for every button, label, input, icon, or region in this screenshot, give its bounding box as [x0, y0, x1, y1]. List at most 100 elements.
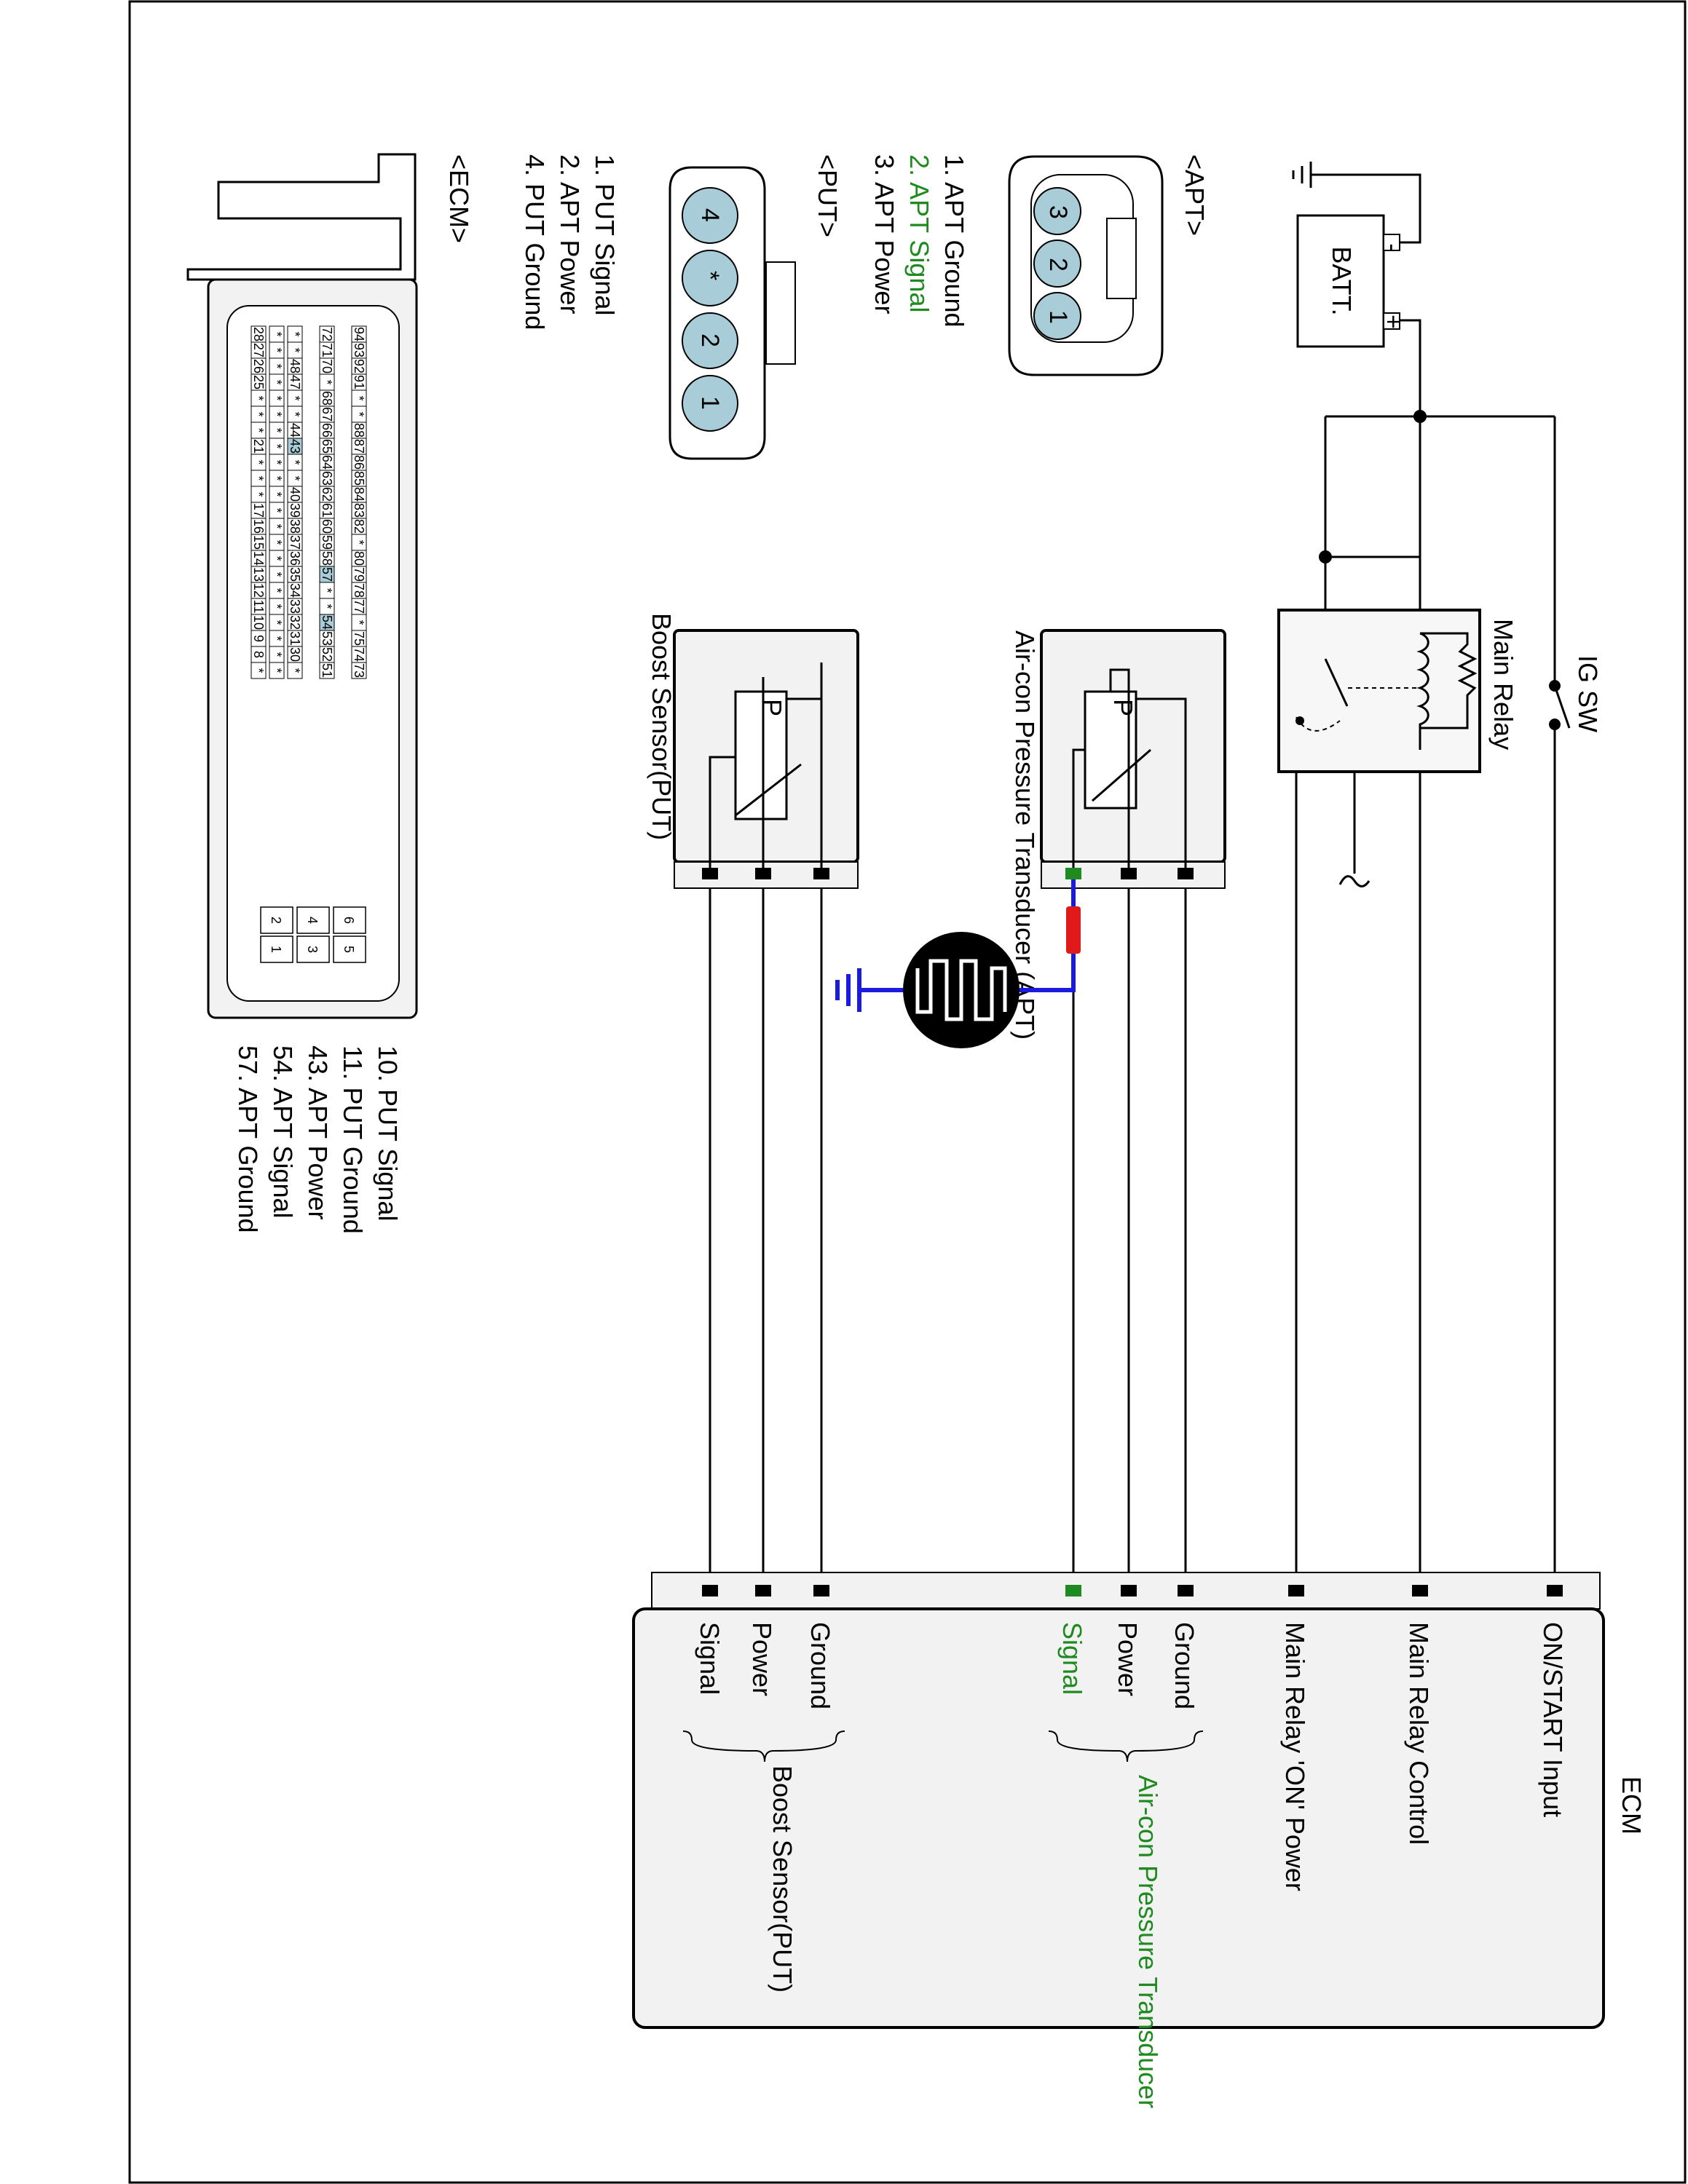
ecm-pin-label: 59	[320, 535, 334, 550]
ecm-pin-label: *	[269, 652, 284, 657]
put-p-label: P	[757, 699, 787, 716]
ecm-pin-label: 47	[288, 375, 302, 389]
put-sensor: P Boost Sensor(PUT)	[647, 613, 859, 889]
wires	[709, 162, 1556, 1591]
apt-sensor: P Air-con Pressure Transducer (APT)	[1010, 629, 1226, 1040]
ecm-pin-label: 28	[251, 327, 266, 341]
ecm-power-pin-label: 3	[305, 946, 320, 953]
ecm-pin-label: 80	[352, 551, 366, 566]
page-frame	[128, 0, 1687, 2184]
ecm-pin-label: *	[320, 379, 334, 384]
put-connector-title: <PUT>	[813, 154, 843, 237]
ecm-pin-label: 67	[320, 407, 334, 422]
ecm-pin-label: 70	[320, 359, 334, 373]
ecm-pin-label: *	[320, 604, 334, 609]
apt-connector-title: <APT>	[1180, 154, 1210, 236]
batt-plus-label: +	[1379, 314, 1407, 329]
ecm-pin-label: 25	[251, 375, 266, 389]
apt-pin-2-label: 2	[1044, 258, 1072, 272]
ecm-pin-label: 82	[352, 519, 366, 534]
ecm-pin-label: *	[269, 555, 284, 561]
ecm-pin-label: *	[269, 523, 284, 529]
ecm-power-pin-cell	[333, 935, 366, 963]
ecm-pin-label: 36	[288, 551, 302, 566]
main-relay: Main Relay	[1277, 609, 1518, 773]
ecm-power-pin-label: 1	[269, 946, 283, 953]
put-pin-4	[682, 187, 738, 244]
ecm-pin-label: 12	[251, 583, 266, 598]
ecm-power-pin-label: 4	[305, 917, 320, 924]
ecm-pin-label: *	[288, 347, 302, 352]
ecm-pin-label: *	[269, 539, 284, 545]
ecm-pin-label: 94	[352, 327, 366, 341]
ecm-legend-1: 10. PUT Signal	[373, 1045, 403, 1221]
ecm-pin-label: *	[251, 427, 266, 432]
ecm-main-relay-on-power: Main Relay 'ON' Power	[1280, 1622, 1310, 1891]
ecm-pin-label: *	[269, 347, 284, 352]
battery: - + BATT.	[1296, 214, 1407, 348]
ecm-pin-label: 15	[251, 535, 266, 550]
ecm-apt-power: Power	[1113, 1622, 1143, 1696]
ecm-put-group: Boost Sensor(PUT)	[768, 1765, 797, 1993]
ecm-pin-label: 26	[251, 359, 266, 373]
ecm-pin-label: *	[269, 491, 284, 496]
ecm-pin-label: 64	[320, 455, 334, 470]
ecm-pin-label: 57	[320, 567, 334, 582]
apt-pin-1	[1033, 292, 1081, 340]
ecm-power-pin-cell	[260, 935, 293, 963]
ecm-pin-label: 44	[288, 423, 302, 438]
ecm-pin-label: 63	[320, 471, 334, 486]
ecm-pin-label: 17	[251, 503, 266, 518]
ecm-pin-label: 34	[288, 583, 302, 598]
ecm-pin-label: 88	[352, 423, 366, 438]
ecm-pin-label: 60	[320, 519, 334, 534]
ecm-pin-label: 21	[251, 439, 266, 454]
ecm-pin-label: 61	[320, 503, 334, 518]
ecm-pin-label: 16	[251, 519, 266, 534]
ecm-pin-label: 83	[352, 503, 366, 518]
ecm-legend-3: 43. APT Power	[303, 1045, 333, 1219]
ecm-pin-label: *	[251, 459, 266, 464]
ecm-title: ECM	[1617, 1776, 1646, 1835]
ecm-power-pin-label: 6	[342, 917, 356, 924]
ecm-pin-label: *	[269, 475, 284, 480]
ecm-pin-label: 79	[352, 567, 366, 582]
apt-p-label: P	[1108, 699, 1138, 716]
ecm-pin-label: *	[269, 411, 284, 416]
apt-pin-3-label: 3	[1044, 205, 1072, 219]
ecm-power-pin-cell	[296, 906, 330, 934]
ecm-power-pin-cell	[296, 935, 330, 963]
ecm-pin-label: 37	[288, 535, 302, 550]
ecm-pin-label: *	[269, 379, 284, 384]
put-pin-star-label: *	[696, 271, 724, 280]
ecm-pin-label: *	[251, 491, 266, 496]
ecm-pin-label: *	[269, 427, 284, 432]
apt-legend-3: 3. APT Power	[869, 154, 899, 314]
put-legend-1: 1. PUT Signal	[590, 154, 620, 315]
put-pin-1	[682, 375, 738, 432]
ecm-pin-label: 32	[288, 615, 302, 630]
batt-minus-label: -	[1379, 243, 1406, 251]
ecm-pin-label: *	[269, 507, 284, 513]
ecm-pin-label: *	[352, 539, 366, 545]
ecm-put-ground: Ground	[805, 1622, 835, 1709]
ecm-pin-label: *	[269, 668, 284, 673]
ecm-pin-label: *	[251, 475, 266, 480]
ecm-pin-label: 14	[251, 551, 266, 566]
ecm-pin-label: *	[269, 604, 284, 609]
main-relay-label: Main Relay	[1488, 619, 1518, 750]
ecm-pin-label: 10	[251, 615, 266, 630]
put-name-label: Boost Sensor(PUT)	[647, 613, 677, 840]
ecm-legend-4: 54. APT Signal	[268, 1045, 298, 1219]
ig-sw-label: IG SW	[1573, 655, 1603, 732]
put-pin-star	[682, 250, 738, 306]
ecm-pin-cell	[351, 662, 367, 679]
ecm-pin-label: 48	[288, 359, 302, 373]
put-pin-1-label: 1	[696, 396, 724, 410]
ecm-pin-label: 71	[320, 343, 334, 357]
ecm-pin-label: *	[352, 411, 366, 416]
ecm-power-pin-cell	[333, 906, 366, 934]
ecm-pin-label: 66	[320, 423, 334, 438]
ecm-pin-label: 73	[352, 663, 366, 678]
